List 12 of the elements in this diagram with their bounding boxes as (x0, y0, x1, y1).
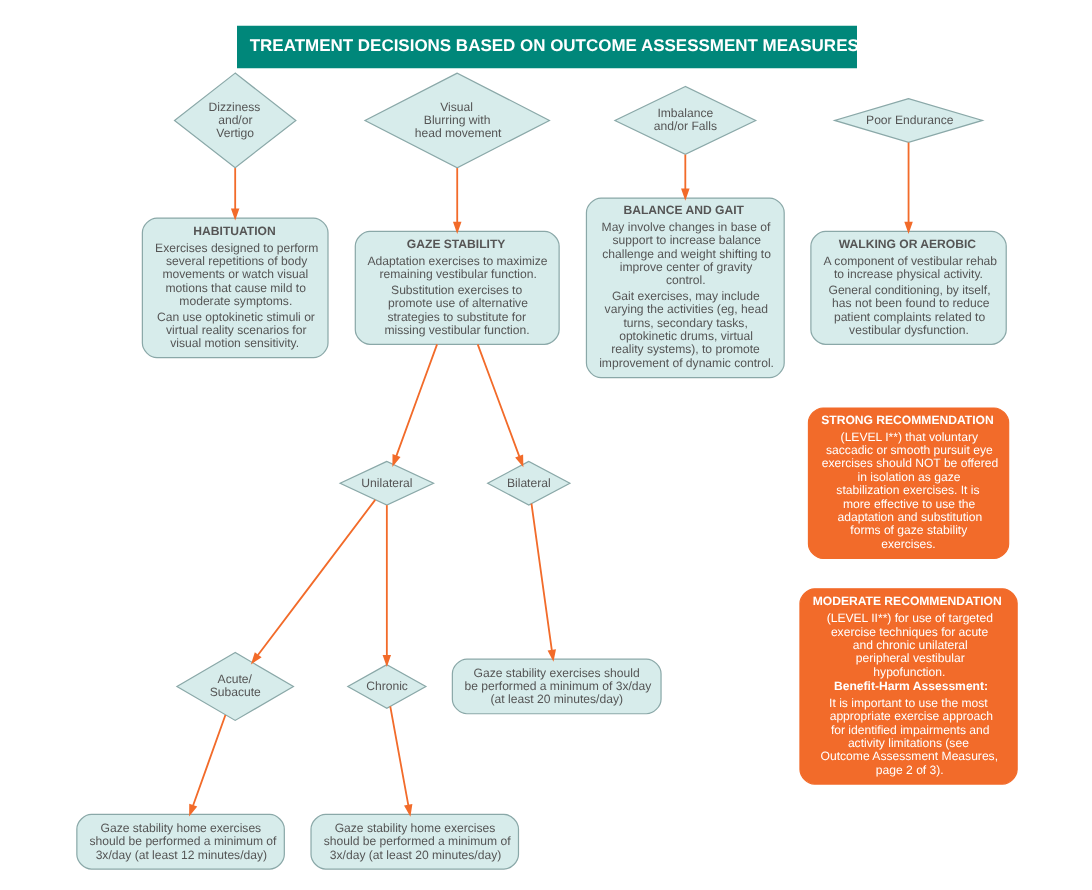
diagram-title: TREATMENT DECISIONS BASED ON OUTCOME ASSESSMENT MEASURES (248, 34, 858, 55)
arrow (381, 504, 391, 668)
arrow (529, 502, 555, 662)
arrow (188, 714, 226, 817)
arrow (249, 498, 376, 665)
arrow (391, 343, 437, 467)
arrow (680, 153, 689, 201)
arrow (475, 343, 523, 468)
arrow (388, 705, 412, 817)
arrow (451, 167, 461, 234)
arrow (229, 167, 239, 221)
arrow (903, 141, 912, 235)
